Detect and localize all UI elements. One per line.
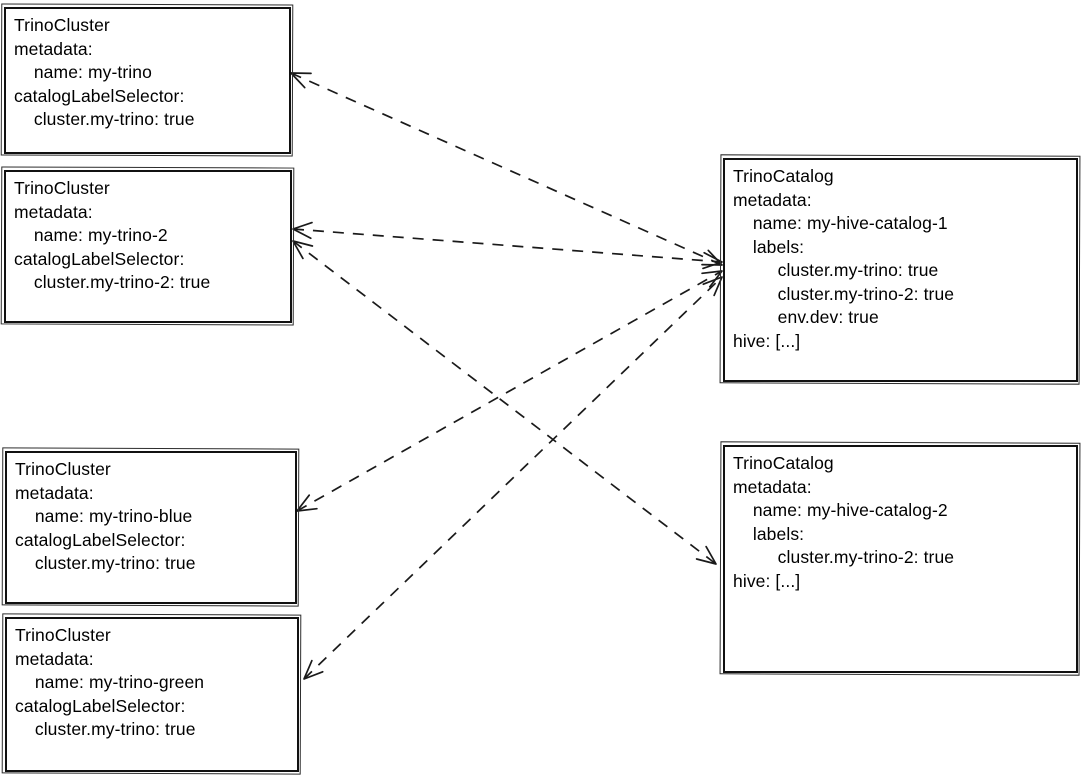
arrowhead-icon	[303, 659, 324, 680]
arrow-my-trino-blue-to-my-hive-catalog-1	[296, 270, 723, 512]
yaml-line: cluster.my-trino-2: true	[14, 272, 211, 292]
yaml-line: catalogLabelSelector:	[15, 695, 186, 716]
yaml-line: hive: [...]	[733, 330, 801, 351]
yaml-line: catalogLabelSelector:	[15, 529, 186, 550]
yaml-line: TrinoCluster	[14, 178, 110, 198]
yaml-line: metadata:	[733, 189, 812, 210]
yaml-line: labels:	[733, 523, 805, 544]
arrowhead-icon	[292, 221, 313, 240]
trinocatalog-my-hive-catalog-2-node: TrinoCatalog metadata: name: my-hive-cata…	[723, 445, 1078, 673]
arrowhead-icon	[290, 72, 312, 89]
arrowhead-icon	[702, 276, 723, 297]
yaml-line: name: my-trino-2	[14, 225, 168, 245]
yaml-line: name: my-hive-catalog-1	[733, 213, 948, 233]
yaml-line: metadata:	[15, 482, 94, 503]
yaml-line: labels:	[733, 236, 805, 257]
yaml-line: TrinoCatalog	[733, 453, 834, 473]
yaml-line: cluster.my-trino-2: true	[733, 283, 955, 304]
trinocatalog-my-hive-catalog-1-node: TrinoCatalog metadata: name: my-hive-cata…	[723, 158, 1078, 382]
yaml-line: TrinoCatalog	[733, 166, 834, 186]
yaml-line: name: my-trino-blue	[15, 506, 193, 526]
yaml-line: TrinoCluster	[14, 15, 110, 35]
arrowhead-icon	[292, 240, 314, 260]
arrow-my-trino-2-to-my-hive-catalog-2	[292, 240, 717, 565]
yaml-line: TrinoCluster	[15, 625, 111, 645]
arrow-my-trino-2-to-my-hive-catalog-1	[292, 221, 723, 270]
yaml-line: cluster.my-trino: true	[15, 553, 196, 573]
yaml-line: cluster.my-trino: true	[733, 260, 939, 280]
yaml-line: metadata:	[14, 201, 93, 222]
yaml-line: cluster.my-trino: true	[15, 719, 196, 739]
arrow-dashed-line	[292, 228, 723, 263]
arrowhead-icon	[296, 494, 318, 512]
yaml-line: catalogLabelSelector:	[14, 85, 185, 106]
arrow-my-trino-to-my-hive-catalog-1	[290, 72, 723, 266]
trinocluster-my-trino-node: TrinoCluster metadata: name: my-trino cata…	[4, 7, 291, 154]
yaml-line: metadata:	[733, 476, 812, 497]
trinocluster-my-trino-blue-node: TrinoCluster metadata: name: my-trino-blu…	[5, 451, 297, 604]
trinocluster-my-trino-green-node: TrinoCluster metadata: name: my-trino-gre…	[5, 617, 299, 772]
arrowhead-icon	[701, 270, 723, 288]
yaml-line: name: my-trino	[14, 62, 152, 82]
arrow-dashed-line	[296, 270, 723, 512]
yaml-line: catalogLabelSelector:	[14, 248, 185, 269]
yaml-line: TrinoCluster	[15, 459, 111, 479]
yaml-line: cluster.my-trino-2: true	[733, 547, 955, 567]
trinocluster-my-trino-2-node: TrinoCluster metadata: name: my-trino-2 ca…	[4, 170, 292, 323]
arrow-my-trino-green-to-my-hive-catalog-1	[303, 276, 723, 680]
arrow-dashed-line	[303, 276, 723, 680]
yaml-line: cluster.my-trino: true	[14, 109, 195, 129]
yaml-line: name: my-trino-green	[15, 672, 205, 692]
arrow-dashed-line	[292, 240, 717, 565]
yaml-line: hive: [...]	[733, 570, 801, 591]
yaml-line: metadata:	[14, 38, 93, 59]
arrow-dashed-line	[290, 72, 723, 266]
yaml-line: name: my-hive-catalog-2	[733, 500, 948, 520]
yaml-line: env.dev: true	[733, 307, 879, 327]
yaml-line: metadata:	[15, 648, 94, 669]
arrowhead-icon	[702, 251, 723, 270]
arrowhead-icon	[695, 545, 717, 565]
arrowhead-icon	[701, 249, 723, 266]
